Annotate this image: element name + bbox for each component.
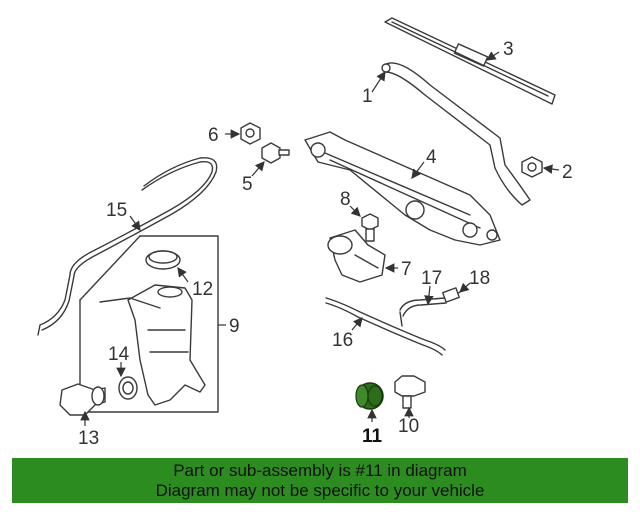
wiper-blade xyxy=(384,17,556,105)
callout-3: 3 xyxy=(503,39,514,60)
reservoir-cap xyxy=(145,250,181,270)
callout-11: 11 xyxy=(362,426,383,447)
pivot-bolt xyxy=(261,142,290,164)
arm-nut xyxy=(521,156,543,178)
washer-nozzle xyxy=(394,375,426,409)
callout-5: 5 xyxy=(242,174,253,195)
parts-diagram: 1 2 3 4 5 6 7 8 9 10 11 12 13 14 15 16 1… xyxy=(37,17,573,449)
cap-nut xyxy=(240,122,261,145)
callout-6: 6 xyxy=(208,125,219,146)
washer-hose xyxy=(37,157,218,336)
callout-17: 17 xyxy=(421,268,442,289)
callout-2: 2 xyxy=(562,162,573,183)
leader-lines xyxy=(80,51,560,426)
callout-10: 10 xyxy=(398,416,419,437)
callout-labels: 1 2 3 4 5 6 7 8 9 10 11 12 13 14 15 16 1… xyxy=(78,39,573,449)
reservoir-group xyxy=(79,235,226,413)
callout-13: 13 xyxy=(78,428,99,449)
callout-9: 9 xyxy=(229,316,240,337)
callout-12: 12 xyxy=(192,279,213,300)
banner-line-2: Diagram may not be specific to your vehi… xyxy=(155,481,485,500)
banner-line-1: Part or sub-assembly is #11 in diagram xyxy=(173,461,467,480)
wiper-arm xyxy=(381,62,531,206)
callout-16: 16 xyxy=(332,330,353,351)
callout-7: 7 xyxy=(401,259,412,280)
hose-connector xyxy=(399,287,461,327)
highlighted-grommet xyxy=(355,382,384,410)
wiper-motor xyxy=(327,229,386,283)
notice-banner: Part or sub-assembly is #11 in diagram D… xyxy=(12,458,628,503)
washer-reservoir xyxy=(99,284,206,406)
callout-1: 1 xyxy=(362,86,373,107)
callout-4: 4 xyxy=(426,147,437,168)
washer-pump xyxy=(59,383,106,416)
motor-bolt xyxy=(361,213,379,242)
callout-15: 15 xyxy=(106,200,127,221)
callout-14: 14 xyxy=(108,344,130,365)
wiper-linkage xyxy=(304,131,501,246)
callout-18: 18 xyxy=(469,268,490,289)
pump-grommet xyxy=(118,376,138,400)
rear-washer-hose xyxy=(325,297,446,356)
callout-8: 8 xyxy=(340,189,351,210)
